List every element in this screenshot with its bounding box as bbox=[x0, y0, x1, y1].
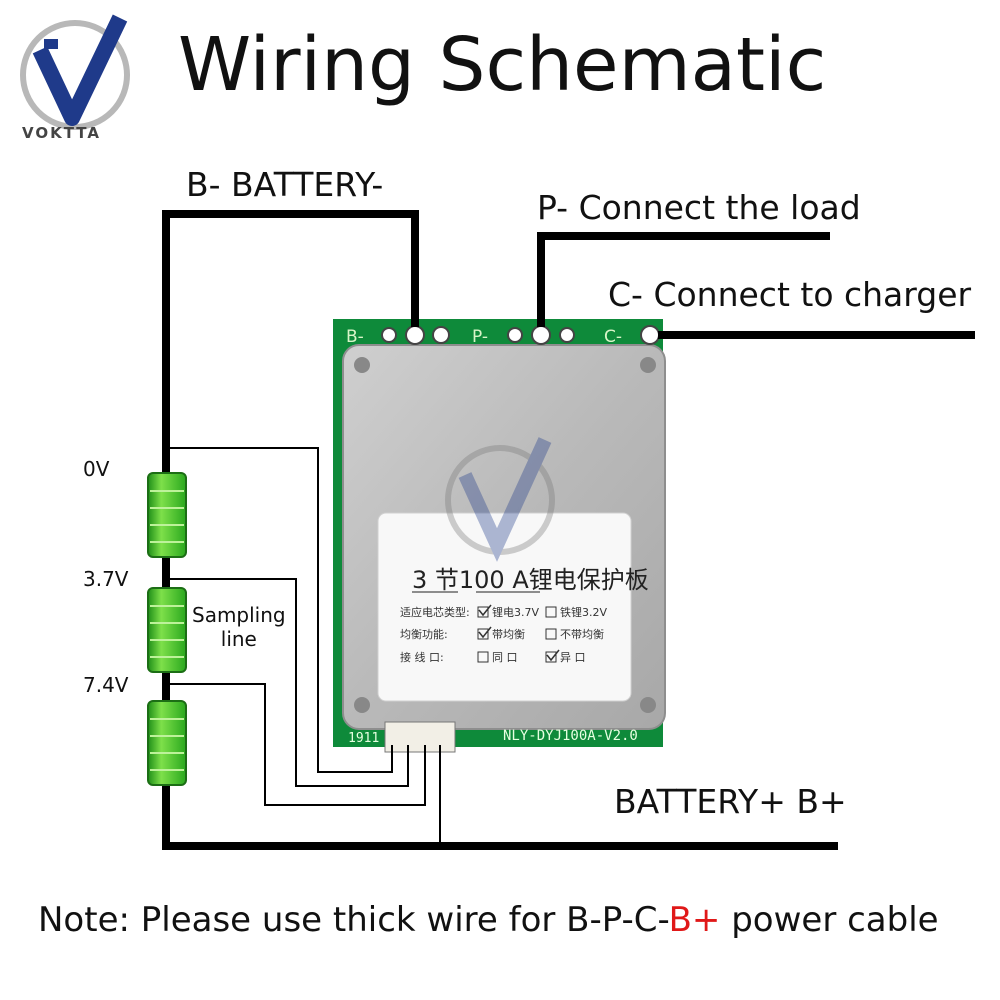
svg-text:适应电芯类型:: 适应电芯类型: bbox=[400, 605, 470, 619]
battery-cell-2 bbox=[147, 587, 187, 673]
pad-label-p: P- bbox=[472, 327, 488, 347]
sticker-title: 3 节100 A锂电保护板 bbox=[412, 566, 649, 594]
svg-text:同 口: 同 口 bbox=[492, 651, 518, 664]
svg-text:带均衡: 带均衡 bbox=[492, 628, 525, 641]
sticker-table: 适应电芯类型: 锂电3.7V 铁锂3.2V 均衡功能: 带均衡 不带均衡 接 线… bbox=[400, 604, 607, 664]
note-highlight: B+ bbox=[668, 900, 721, 940]
brand-name: VOKTTA bbox=[22, 124, 101, 142]
note: Note: Please use thick wire for B-P-C-B+… bbox=[38, 900, 939, 940]
svg-text:异 口: 异 口 bbox=[560, 651, 586, 664]
pad-b-minus bbox=[381, 325, 450, 345]
pad-label-c: C- bbox=[604, 327, 622, 347]
page-title: Wiring Schematic bbox=[178, 22, 827, 108]
svg-text:不带均衡: 不带均衡 bbox=[560, 628, 604, 641]
sampling-line-label: Sampling line bbox=[192, 603, 286, 651]
pad-label-b: B- bbox=[346, 327, 364, 347]
sampling-wires bbox=[166, 447, 441, 846]
bms-board bbox=[333, 319, 666, 753]
battery-cell-3 bbox=[147, 700, 187, 786]
svg-text:均衡功能:: 均衡功能: bbox=[400, 627, 448, 641]
svg-text:接 线 口:: 接 线 口: bbox=[400, 650, 444, 664]
battery-cell-1 bbox=[147, 472, 187, 558]
voltage-3-7v: 3.7V bbox=[83, 567, 129, 591]
label-p-minus: P- Connect the load bbox=[537, 188, 861, 227]
note-suffix: power cable bbox=[720, 900, 939, 940]
board-code: 1911 bbox=[348, 731, 379, 746]
svg-text:铁锂3.2V: 铁锂3.2V bbox=[560, 605, 607, 619]
label-c-minus: C- Connect to charger bbox=[608, 275, 972, 314]
voltage-0v: 0V bbox=[83, 457, 110, 481]
power-wires bbox=[162, 210, 975, 850]
pad-c-minus bbox=[640, 325, 660, 345]
note-prefix: Note: Please use thick wire for B-P-C- bbox=[38, 900, 669, 940]
voktta-logo bbox=[20, 14, 130, 130]
voltage-7-4v: 7.4V bbox=[83, 673, 129, 697]
pad-p-minus bbox=[507, 325, 575, 345]
board-model: NLY-DYJ100A-V2.0 bbox=[503, 728, 638, 744]
label-b-plus: BATTERY+ B+ bbox=[614, 782, 847, 821]
svg-text:锂电3.7V: 锂电3.7V bbox=[492, 605, 539, 619]
label-b-minus: B- BATTERY- bbox=[186, 165, 384, 204]
